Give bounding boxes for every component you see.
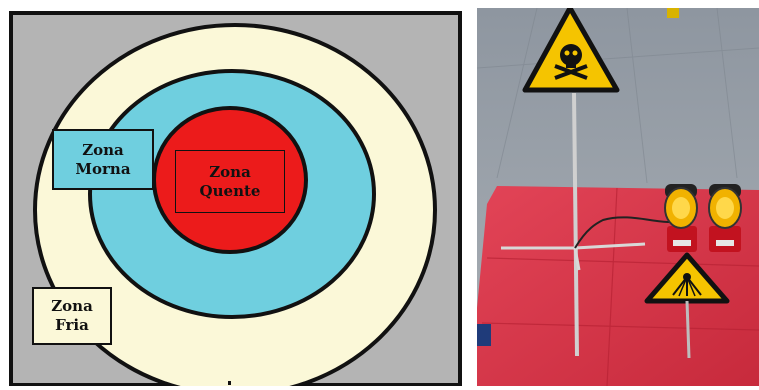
hazard-zones-diagram: Zona Morna Zona Quente Zona Fria	[0, 0, 464, 386]
warm-zone-label-line1: Zona	[75, 141, 130, 160]
hot-zone-label-line1: Zona	[200, 163, 261, 182]
photo-drawing	[477, 8, 759, 386]
hot-zone-label-line2: Quente	[200, 182, 261, 201]
warm-zone-label-line2: Morna	[75, 160, 130, 179]
top-marker	[667, 8, 679, 18]
hot-zone-label: Zona Quente	[175, 150, 285, 213]
frame-tick	[228, 381, 231, 385]
hazard-equipment-photo	[477, 8, 759, 386]
warning-lamp-icon	[665, 184, 697, 252]
cold-zone-label-line1: Zona	[51, 297, 93, 316]
cold-zone-label: Zona Fria	[32, 287, 112, 345]
cold-zone-label-line2: Fria	[51, 316, 93, 335]
warning-lamp-icon	[709, 184, 741, 252]
warm-zone-label: Zona Morna	[52, 129, 154, 190]
mat-corner	[477, 324, 491, 346]
small-sign-post	[687, 301, 689, 358]
